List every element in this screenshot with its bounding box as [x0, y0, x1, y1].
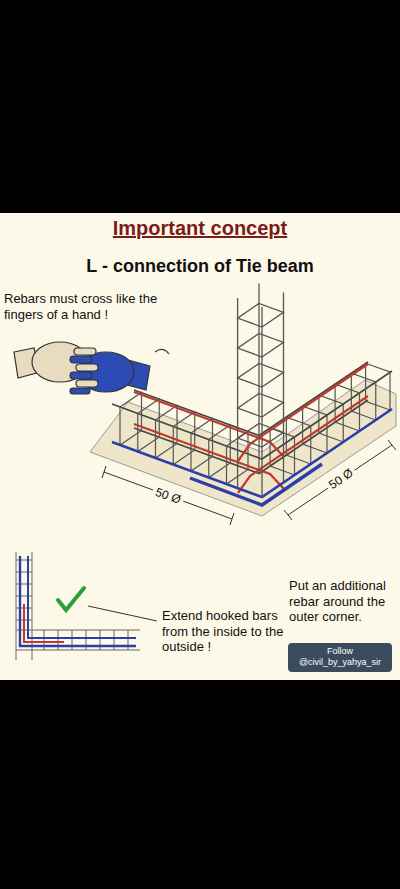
- badge-text: @civil_by_yahya_sir: [290, 657, 390, 668]
- column-cage: [238, 284, 284, 498]
- dimension-lines: [102, 440, 396, 525]
- note: Rebars must cross like the fingers of a …: [4, 291, 182, 322]
- crossing-bars: [134, 364, 368, 493]
- badge-text: Follow: [290, 646, 390, 657]
- note: Put an additional rebar around the outer…: [289, 578, 398, 625]
- interlocked-hands: [14, 342, 169, 394]
- watermark-badge: Follow@civil_by_yahya_sir: [288, 643, 392, 672]
- slab: [90, 380, 396, 516]
- subtitle: L - connection of Tie beam: [0, 256, 400, 278]
- title: Important concept: [0, 216, 400, 240]
- note: Extend hooked bars from the inside to th…: [162, 608, 284, 655]
- inset-detail: [10, 548, 157, 668]
